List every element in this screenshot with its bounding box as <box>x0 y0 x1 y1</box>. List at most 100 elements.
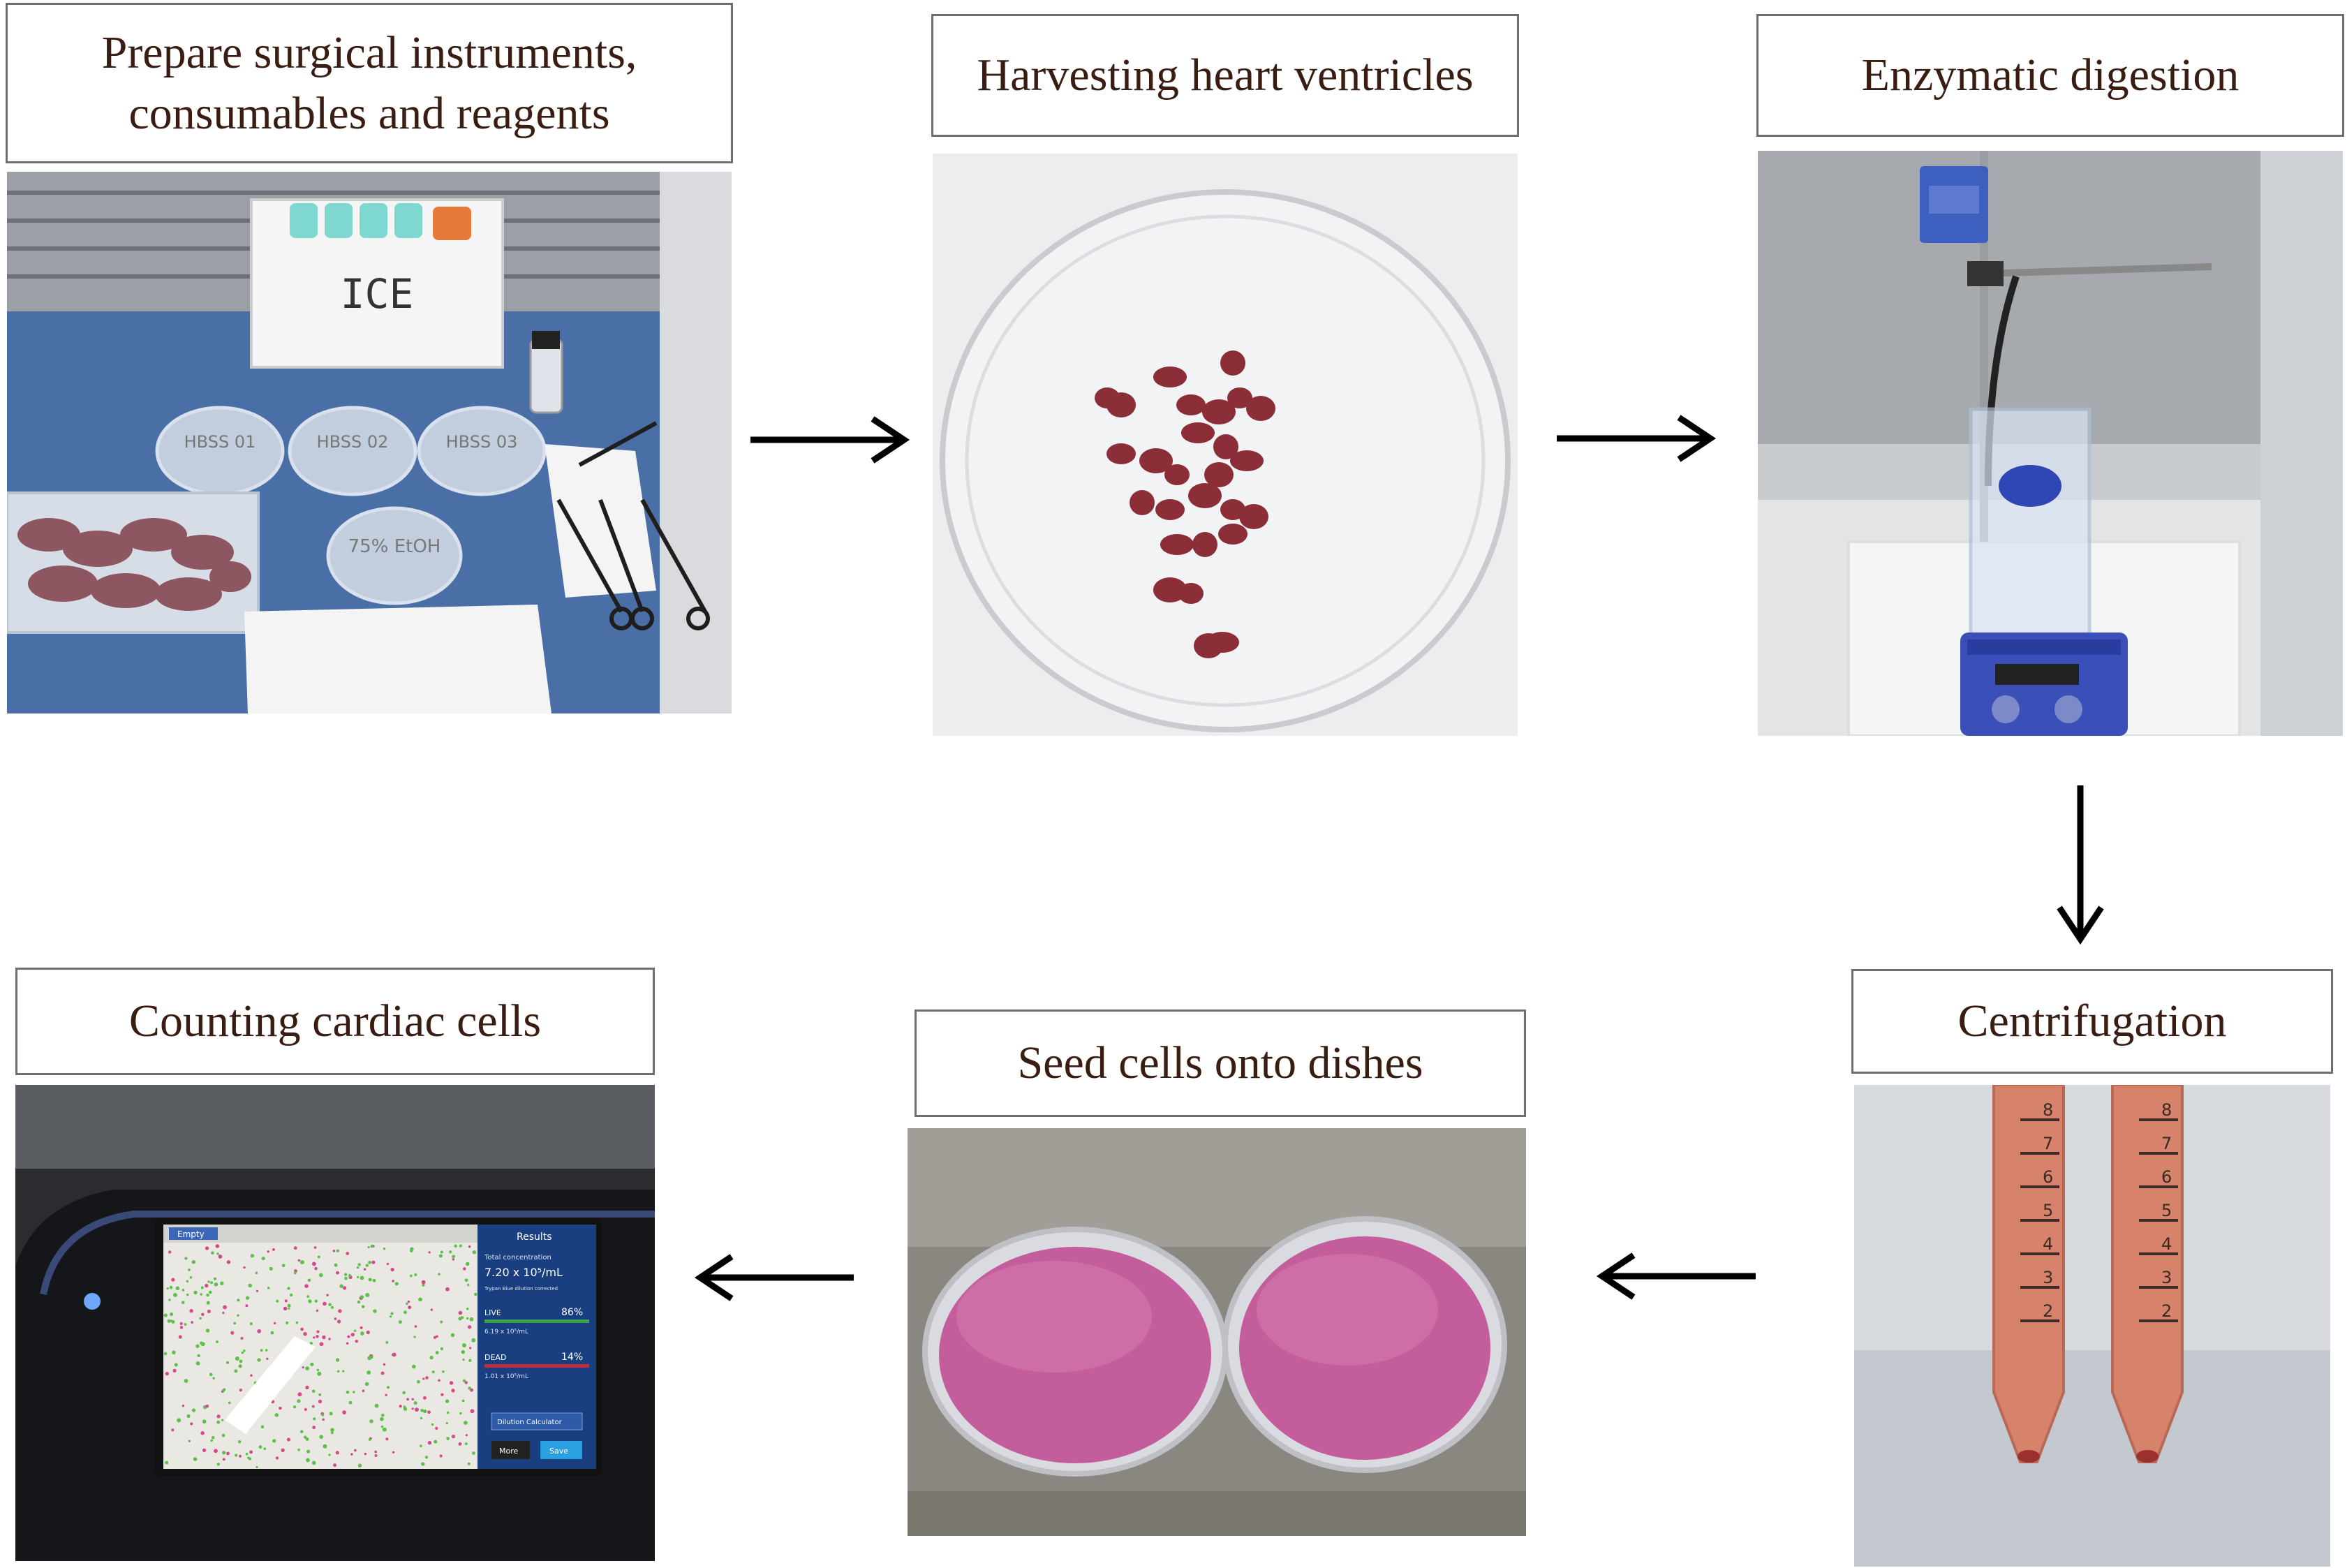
cell-dot <box>221 1419 224 1421</box>
cell-dot <box>346 1252 350 1255</box>
cell-dot <box>281 1448 285 1452</box>
cell-dot <box>422 1396 427 1400</box>
cell-dot <box>417 1380 420 1384</box>
cell-dot <box>297 1259 301 1262</box>
cell-dot <box>474 1292 477 1296</box>
arrow-step1-to-step2 <box>750 416 910 464</box>
cell-dot <box>368 1278 372 1282</box>
cell-dot <box>445 1421 449 1425</box>
cell-dot <box>368 1261 371 1264</box>
cell-dot <box>451 1389 455 1393</box>
cell-dot <box>216 1252 219 1255</box>
cell-dot <box>328 1303 332 1306</box>
ventricle-piece <box>1164 464 1190 485</box>
cell-dot <box>381 1413 385 1417</box>
step-label-harvest: Harvesting heart ventricles <box>931 14 1519 137</box>
cell-dot <box>414 1325 417 1328</box>
cell-dot <box>200 1286 204 1289</box>
cell-dot <box>190 1422 193 1426</box>
cell-dot <box>288 1307 290 1310</box>
cell-dot <box>336 1271 339 1275</box>
cell-dot <box>334 1263 338 1267</box>
cell-dot <box>466 1283 470 1287</box>
cell-dot <box>234 1369 238 1373</box>
cell-dot <box>243 1349 246 1352</box>
cell-dot <box>197 1354 200 1358</box>
cell-dot <box>402 1391 406 1395</box>
cell-dot <box>440 1250 443 1254</box>
cell-dot <box>323 1444 327 1449</box>
ventricle-piece <box>1227 387 1252 408</box>
cell-dot <box>199 1317 202 1320</box>
cell-dot <box>207 1309 211 1313</box>
cell-dot <box>286 1437 291 1442</box>
cell-dot <box>249 1322 253 1326</box>
cell-dot <box>398 1320 402 1324</box>
cell-dot <box>175 1286 180 1291</box>
cell-dot <box>222 1451 226 1455</box>
cell-dot <box>284 1299 288 1303</box>
cell-dot <box>297 1399 301 1403</box>
cell-dot <box>468 1386 471 1390</box>
cell-dot <box>260 1425 265 1429</box>
cell-dot <box>459 1244 462 1248</box>
cell-dot <box>226 1361 230 1364</box>
cell-dot <box>214 1282 219 1287</box>
cell-dot <box>168 1299 171 1301</box>
step-label-prepare-line-2: consumables and reagents <box>128 88 610 139</box>
cell-dot <box>313 1336 316 1339</box>
cell-dot <box>304 1284 309 1288</box>
cell-dot <box>267 1250 269 1253</box>
cell-dot <box>319 1435 324 1439</box>
cell-dot <box>305 1366 309 1370</box>
step-label-centrifugation: Centrifugation <box>1851 969 2333 1074</box>
cell-dot <box>466 1308 469 1310</box>
cell-dot <box>245 1452 249 1456</box>
cell-dot <box>328 1454 331 1456</box>
cell-dot <box>191 1321 193 1324</box>
cell-dot <box>420 1417 423 1419</box>
photo-seeded-dishes <box>908 1128 1526 1536</box>
tube-tick-label: 3 <box>2161 1268 2172 1287</box>
cell-dot <box>357 1263 361 1266</box>
ventricle-piece <box>1192 532 1217 557</box>
cell-dot <box>216 1414 221 1419</box>
cell-dot <box>342 1410 346 1414</box>
cell-dot <box>302 1366 304 1369</box>
cell-dot <box>380 1425 384 1428</box>
cell-dot <box>411 1398 414 1400</box>
cell-dot <box>414 1273 417 1277</box>
ice-box-text: ICE <box>341 270 414 318</box>
tube-right <box>2111 1085 2184 1463</box>
cell-dot <box>287 1287 290 1290</box>
cell-dot <box>355 1339 359 1343</box>
cell-dot <box>237 1314 239 1317</box>
cell-dot <box>344 1273 348 1276</box>
cell-dot <box>249 1450 253 1454</box>
cell-dot <box>364 1382 369 1386</box>
cell-dot <box>245 1304 249 1308</box>
cell-dot <box>316 1309 319 1312</box>
cell-dot <box>458 1442 462 1446</box>
counter-more-button: More <box>499 1447 519 1456</box>
cell-dot <box>360 1295 364 1299</box>
cell-dot <box>468 1245 471 1248</box>
cell-dot <box>222 1458 225 1461</box>
cell-dot <box>463 1421 468 1425</box>
arrow-step3-to-step4 <box>2057 785 2104 945</box>
cell-dot <box>257 1329 262 1333</box>
cell-dot <box>348 1400 353 1405</box>
cell-dot <box>360 1326 363 1329</box>
cell-dot <box>463 1267 466 1271</box>
cell-dot <box>467 1462 471 1465</box>
cell-dot <box>274 1413 279 1417</box>
cell-dot <box>240 1337 244 1340</box>
cell-dot <box>415 1407 419 1412</box>
tube-tick-label: 2 <box>2161 1301 2172 1321</box>
tube-tick-label: 8 <box>2161 1100 2172 1120</box>
cell-dot <box>382 1427 387 1432</box>
cell-dot <box>332 1249 336 1252</box>
cell-dot <box>469 1317 474 1322</box>
cell-dot <box>420 1408 424 1412</box>
tube-tick-label: 7 <box>2043 1134 2053 1153</box>
